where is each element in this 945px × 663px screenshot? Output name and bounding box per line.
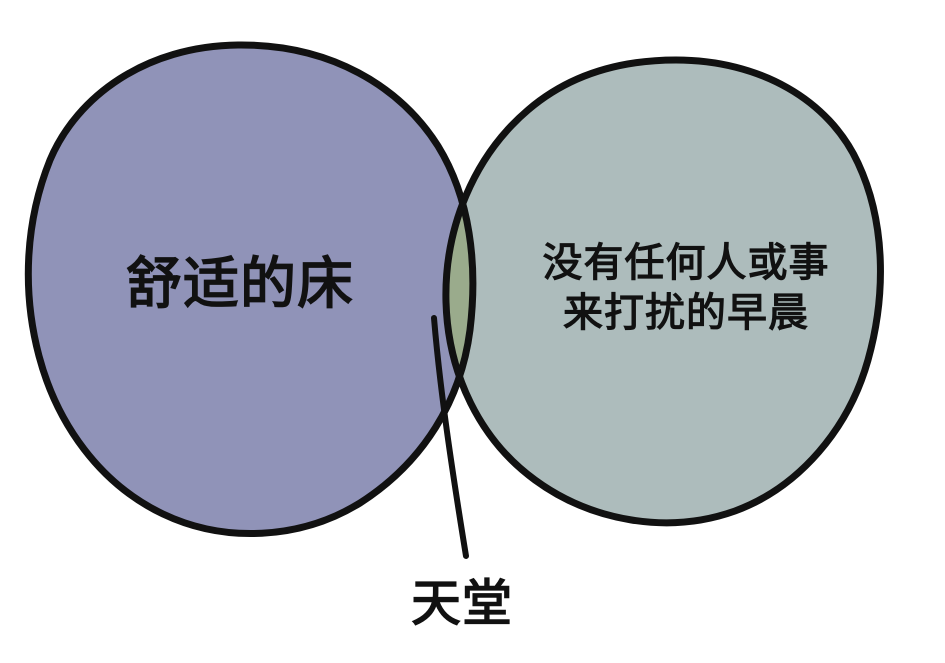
left-circle-label: 舒适的床 [126,252,354,317]
right-circle-label-line1: 没有任何人或事 [543,240,830,286]
intersection-label: 天堂 [411,575,513,633]
intersection-pointer-line [431,315,469,559]
right-circle-label-line2: 来打扰的早晨 [563,290,809,336]
